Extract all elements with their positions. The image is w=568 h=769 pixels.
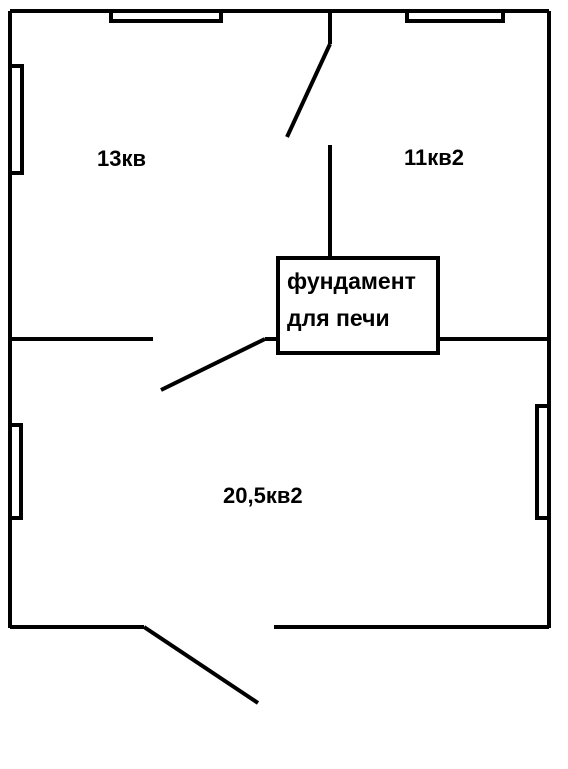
- room-area-bottom: 20,5кв2: [223, 483, 303, 508]
- stove-foundation-label-line2: для печи: [287, 305, 390, 331]
- stove-foundation-box: [276, 256, 440, 355]
- room-area-top-left: 13кв: [97, 146, 146, 171]
- stove-foundation-label-line1: фундамент: [287, 268, 416, 294]
- window-right-lower: [535, 404, 551, 520]
- window-top-right: [405, 9, 505, 23]
- door-swing-middle: [160, 337, 266, 392]
- window-top-left: [109, 9, 223, 23]
- door-swing-entrance: [142, 625, 260, 705]
- window-left-upper: [8, 64, 24, 175]
- room-area-top-right: 11кв2: [404, 145, 464, 170]
- windows: [8, 9, 551, 520]
- window-left-lower: [8, 423, 23, 520]
- doors: [142, 43, 332, 705]
- door-swing-top: [285, 43, 332, 138]
